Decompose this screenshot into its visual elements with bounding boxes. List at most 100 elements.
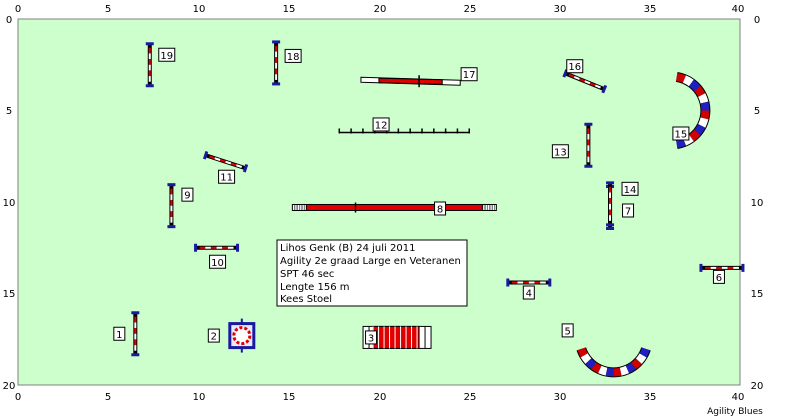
x-tick-label: 40 (732, 392, 745, 403)
tunnel-segment (700, 101, 710, 111)
number-box (622, 203, 635, 218)
tunnel-segment (585, 358, 597, 370)
x-tick-label: 0 (15, 4, 21, 15)
tunnel-segment (682, 75, 694, 87)
obstacle-number-4: 4 (522, 285, 535, 300)
wing-left (202, 150, 209, 160)
jump-6 (699, 263, 745, 272)
x-tick-label: 5 (105, 392, 111, 403)
tunnel-segment (625, 362, 636, 374)
pole-stripe (594, 84, 601, 89)
number-text: 17 (463, 70, 476, 81)
number-box (621, 181, 639, 196)
x-tick-label: 35 (644, 4, 657, 15)
obstacle-number-14: 14 (621, 181, 639, 196)
jump-1 (131, 311, 140, 357)
number-text: 18 (287, 52, 300, 63)
obstacle-number-19: 19 (158, 47, 176, 62)
obstacle-number-10: 10 (209, 254, 227, 269)
jump-19 (145, 42, 154, 88)
jump-10 (194, 243, 240, 252)
obstacle-number-6: 6 (712, 269, 725, 284)
number-text: 19 (160, 51, 173, 62)
number-box (158, 47, 176, 62)
obstacle-number-16: 16 (566, 59, 584, 74)
tunnel-segment (639, 347, 650, 358)
tunnel-segment (580, 353, 592, 364)
credit-text: Agility Blues (707, 407, 763, 417)
y-tick-label: 15 (3, 289, 16, 300)
x-tick-label: 25 (464, 4, 477, 15)
info-line-judge: Kees Stoel (280, 294, 332, 305)
number-box (284, 48, 302, 63)
wing-right (601, 84, 608, 94)
x-tick-label: 10 (193, 392, 206, 403)
tunnel-segment (591, 362, 602, 374)
obstacle-number-15: 15 (672, 126, 690, 141)
pole-stripe (225, 160, 232, 165)
x-tick-label: 40 (732, 4, 745, 15)
pole-stripe (219, 159, 226, 163)
pole-stripe (584, 80, 591, 85)
tunnel-3 (362, 325, 432, 349)
seesaw-17 (360, 75, 461, 88)
x-axis-bottom: 0 5 10 15 20 25 30 35 40 (15, 392, 745, 403)
number-text: 16 (568, 62, 581, 73)
tunnel-5 (576, 347, 651, 378)
y-tick-label: 0 (754, 15, 760, 26)
number-box (209, 254, 227, 269)
obstacle-number-3: 3 (365, 330, 378, 345)
number-box (672, 126, 690, 141)
x-axis-top: 0 5 10 15 20 25 30 35 40 (15, 4, 745, 15)
pole-stripe (573, 76, 580, 81)
info-line-length: Lengte 156 m (280, 282, 350, 293)
seesaw-plank (378, 77, 443, 85)
pole-stripe (230, 162, 237, 167)
pole-stripe (568, 73, 575, 78)
number-box (181, 187, 194, 202)
info-line-spt: SPT 46 sec (280, 269, 334, 280)
number-text: 2 (211, 332, 217, 343)
jump-11 (202, 150, 249, 173)
number-box (218, 169, 236, 184)
y-axis-right: 0 5 10 15 20 (751, 15, 764, 392)
number-text: 9 (184, 191, 190, 202)
y-tick-label: 20 (751, 381, 764, 392)
jump-13 (584, 122, 593, 168)
obstacle-number-2: 2 (207, 328, 220, 343)
tunnel-segment (698, 117, 709, 128)
number-box (551, 144, 569, 159)
number-text: 4 (526, 289, 532, 300)
number-text: 7 (625, 206, 631, 217)
tunnel-segment (613, 367, 622, 377)
number-text: 5 (564, 326, 570, 337)
y-tick-label: 15 (751, 289, 764, 300)
x-tick-label: 20 (374, 4, 387, 15)
pole-stripe (236, 164, 243, 168)
tunnel-segment (694, 124, 706, 136)
number-text: 3 (368, 333, 374, 344)
tunnel-segment (688, 129, 701, 142)
obstacle-number-1: 1 (113, 326, 126, 341)
number-box (113, 326, 126, 341)
tunnel-15 (675, 71, 711, 150)
tire-ring (232, 326, 252, 346)
tunnel-segment (635, 353, 647, 364)
info-box-frame (276, 239, 468, 307)
y-tick-label: 5 (754, 106, 760, 117)
tunnel-segment (577, 347, 588, 358)
pole-stripe (214, 157, 221, 161)
number-box (460, 67, 478, 82)
number-box (522, 285, 535, 300)
tunnel-segment (688, 79, 701, 92)
number-text: 15 (675, 130, 688, 141)
tunnel-segment (598, 365, 608, 376)
obstacle-number-12: 12 (372, 117, 390, 131)
number-text: 12 (375, 120, 388, 131)
info-line-event: Lihos Genk (B) 24 juli 2011 (280, 243, 415, 254)
dogwalk-plank (305, 203, 483, 211)
obstacle-number-17: 17 (460, 67, 478, 82)
y-tick-label: 20 (3, 381, 16, 392)
